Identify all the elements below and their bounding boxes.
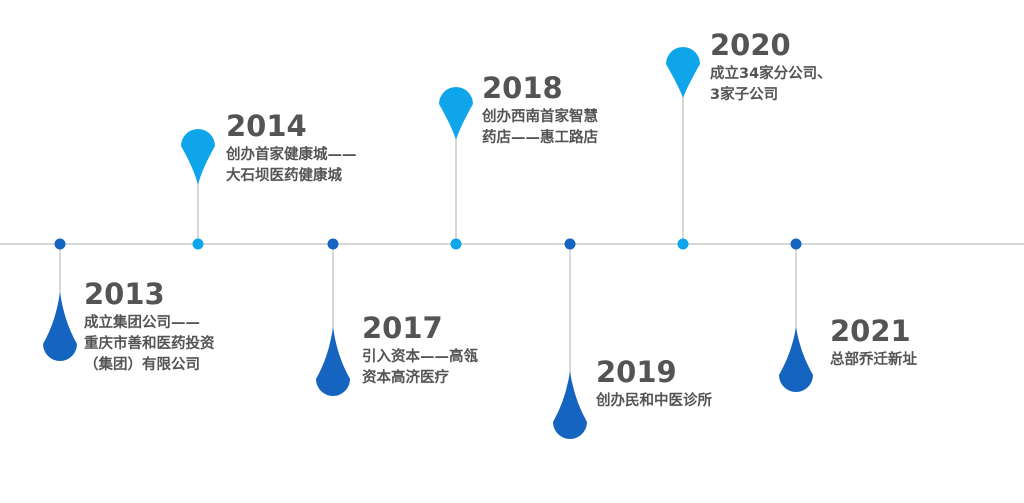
event-year: 2013 <box>84 277 165 311</box>
axis-dot <box>192 238 204 250</box>
teardrop-marker <box>181 129 215 185</box>
teardrop-marker <box>316 327 350 396</box>
axis-dot <box>677 238 689 250</box>
event-year: 2021 <box>830 314 911 348</box>
axis-dot <box>790 238 802 250</box>
event-description: 引入资本——高瓴 资本高济医疗 <box>362 349 478 386</box>
event-year: 2017 <box>362 311 443 345</box>
axis-dot <box>54 238 66 250</box>
axis-dot <box>564 238 576 250</box>
teardrop-marker <box>439 87 473 140</box>
teardrop-marker <box>553 371 587 439</box>
event-description: 创办首家健康城—— 大石坝医药健康城 <box>226 147 357 184</box>
event-year: 2018 <box>482 71 563 105</box>
teardrop-marker <box>779 327 813 392</box>
event-year: 2019 <box>596 355 677 389</box>
teardrop-marker <box>43 292 77 361</box>
axis-dot <box>450 238 462 250</box>
teardrop-marker <box>666 47 700 98</box>
axis-dot <box>327 238 339 250</box>
event-description: 创办民和中医诊所 <box>596 393 712 409</box>
event-description: 创办西南首家智慧 药店——惠工路店 <box>482 109 598 146</box>
event-description: 成立34家分公司、 3家子公司 <box>710 66 832 103</box>
event-description: 总部乔迁新址 <box>830 352 917 368</box>
event-year: 2020 <box>710 28 791 62</box>
event-description: 成立集团公司—— 重庆市善和医药投资 （集团）有限公司 <box>84 315 215 373</box>
event-year: 2014 <box>226 109 307 143</box>
